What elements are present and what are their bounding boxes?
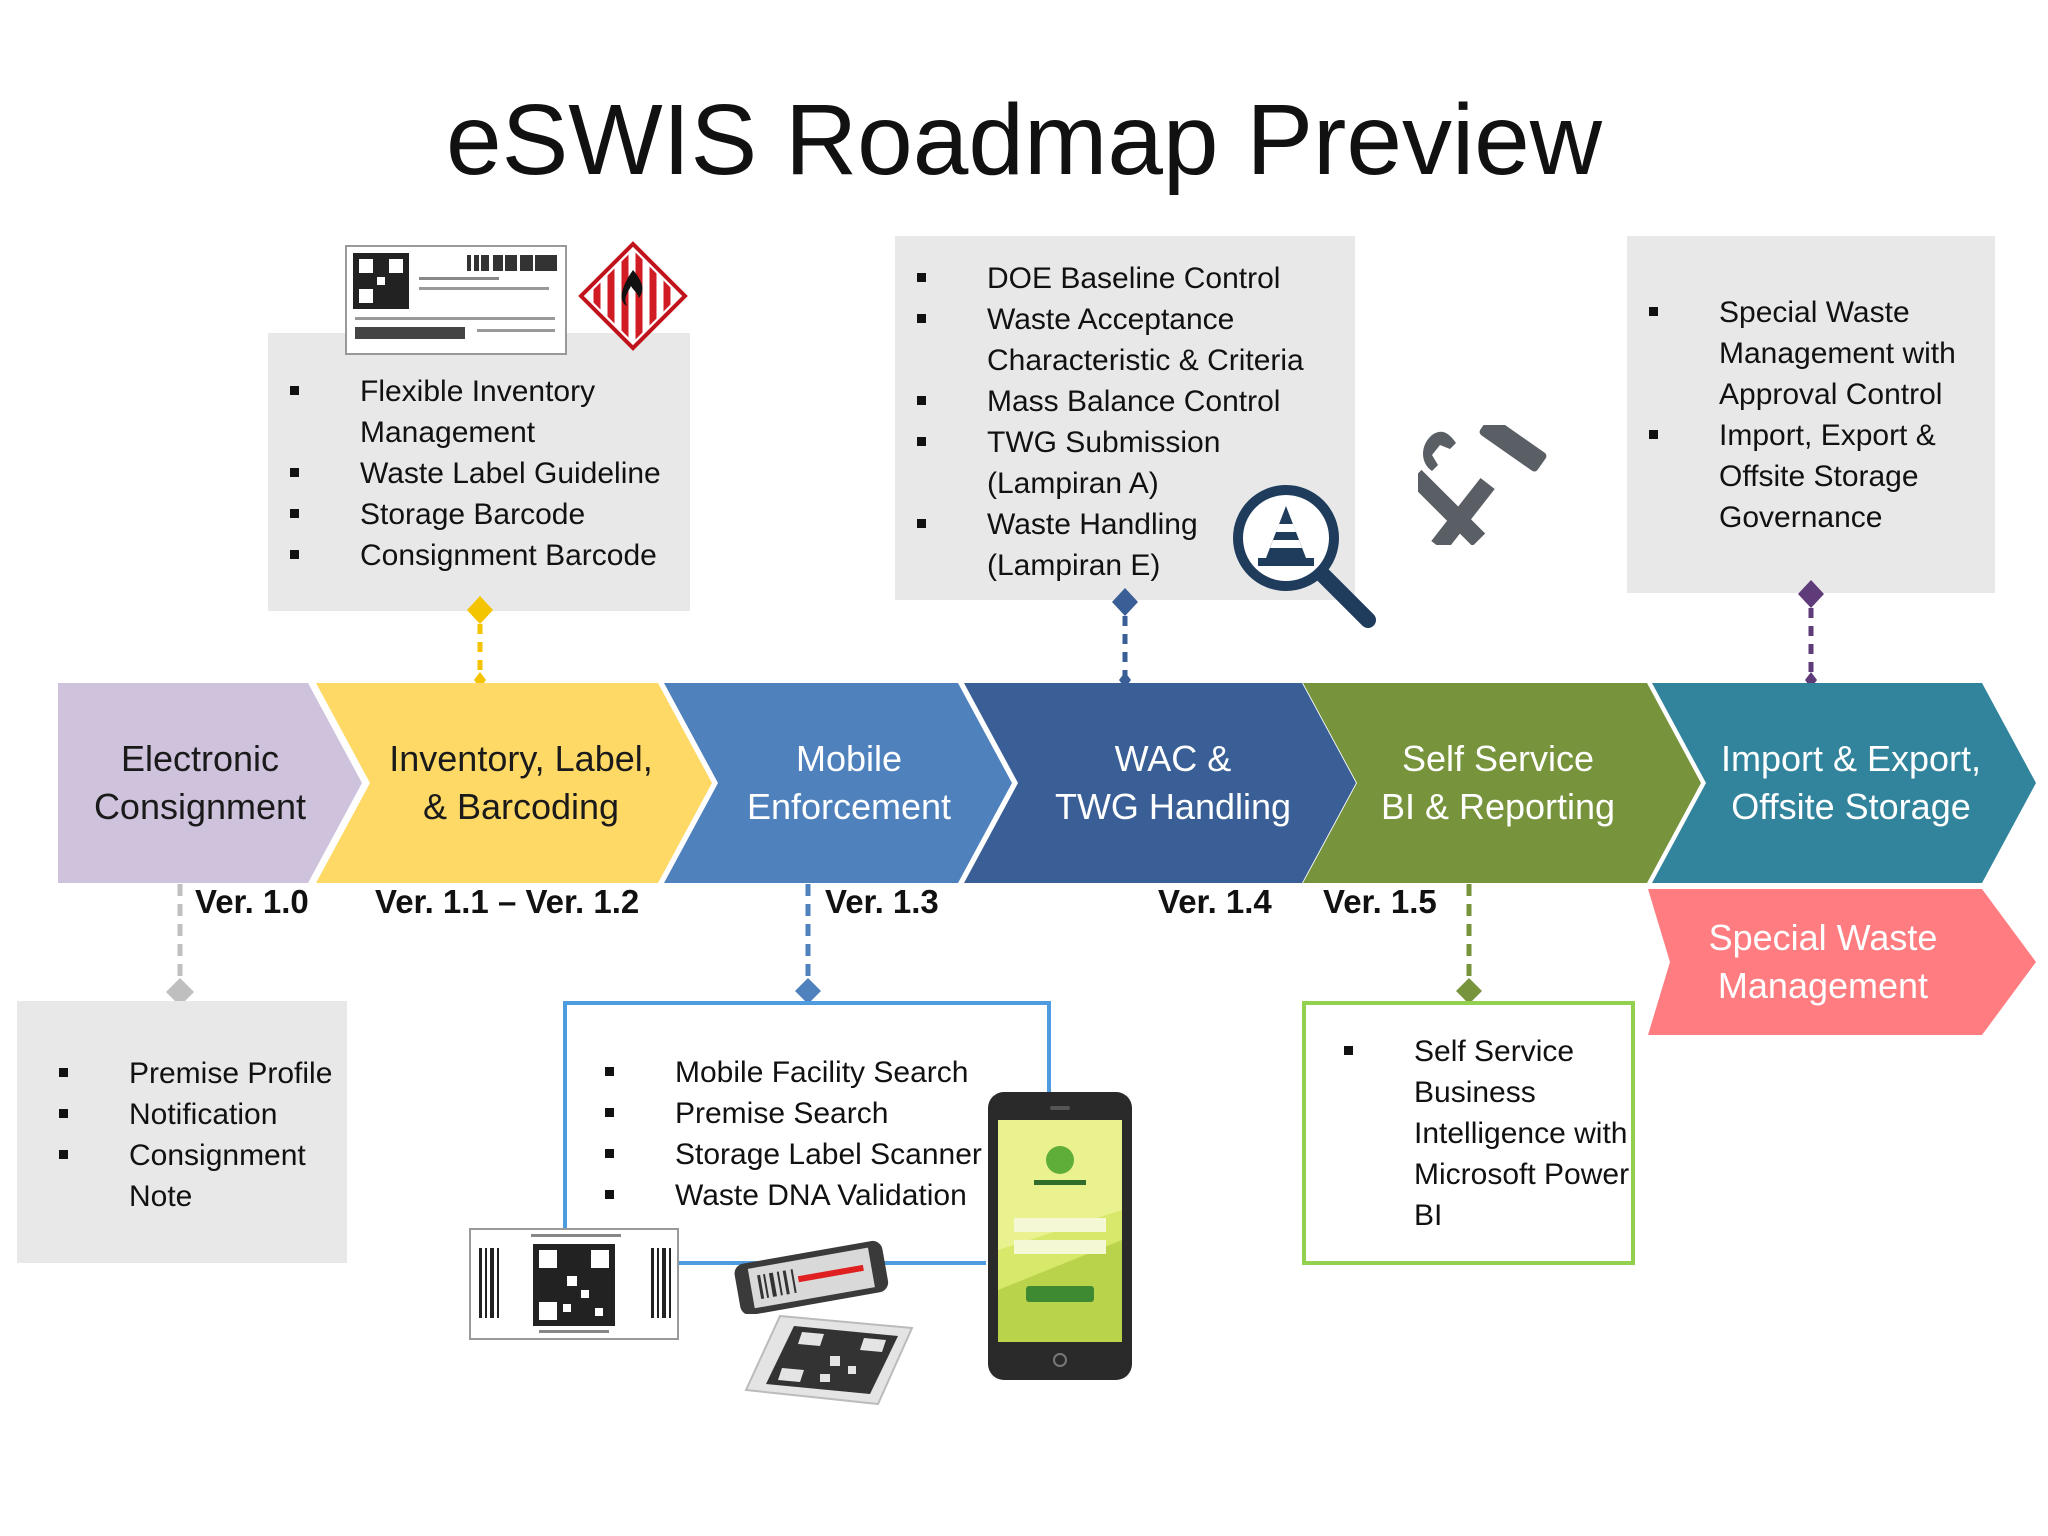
list-item: Consignment Barcode: [290, 535, 690, 576]
connector-wac-twg: [1112, 588, 1138, 688]
connector-mobile: [795, 884, 821, 1004]
version-label: Ver. 1.3: [825, 883, 939, 920]
page-title: eSWIS Roadmap Preview: [445, 84, 1602, 196]
barcode-label-image: [469, 1228, 679, 1340]
version-label: Ver. 1.4: [1158, 883, 1272, 920]
stage-special-waste-management: Special Waste Management: [1648, 889, 2036, 1035]
list-item: Import, Export & Offsite Storage Governa…: [1649, 415, 1999, 538]
list-item: Mass Balance Control: [917, 381, 1355, 422]
list-item: Special Waste Management with Approval C…: [1649, 292, 1999, 415]
list-item: Consignment Note: [59, 1135, 329, 1217]
stage-label: Special Waste Management: [1708, 917, 1938, 1006]
stage-wac-twg-handling: WAC & TWG Handling: [964, 683, 1356, 883]
waste-label-image: [345, 245, 567, 355]
electronic-consignment-features-box: Premise Profile Notification Consignment…: [17, 1001, 347, 1263]
mobile-features-list: Mobile Facility Search Premise Search St…: [605, 1052, 1025, 1216]
inventory-features-box: Flexible Inventory Management Waste Labe…: [268, 333, 690, 611]
connector-self-service: [1456, 884, 1482, 1004]
connector-special-waste: [1798, 580, 1824, 688]
list-item: TWG Submission (Lampiran A): [917, 422, 1227, 504]
smartphone-app-image: [986, 1090, 1134, 1382]
magnifier-cone-icon: [1228, 480, 1378, 630]
stage-label: Self Service BI & Reporting: [1380, 738, 1616, 827]
list-item: Storage Barcode: [290, 494, 690, 535]
stage-label: WAC & TWG Handling: [1054, 738, 1292, 827]
stage-label: Mobile Enforcement: [746, 738, 952, 827]
version-label: Ver. 1.0: [195, 883, 309, 920]
stage-label: Electronic Consignment: [93, 738, 307, 827]
flammable-hazard-icon: [577, 240, 689, 352]
mobile-features-frame: [563, 1001, 1051, 1264]
stage-label: Import & Export, Offsite Storage: [1720, 738, 1982, 827]
qr-code-image: [740, 1310, 918, 1410]
list-item: Premise Profile: [59, 1053, 347, 1094]
stage-electronic-consignment: Electronic Consignment: [58, 683, 362, 883]
list-item: Waste Label Guideline: [290, 453, 690, 494]
stage-inventory-label-barcoding: Inventory, Label, & Barcoding: [316, 683, 712, 883]
list-item: Premise Search: [605, 1093, 1025, 1134]
list-item: Waste Handling (Lampiran E): [917, 504, 1227, 586]
stage-self-service-bi: Self Service BI & Reporting: [1303, 683, 1701, 883]
connector-electronic-consignment: [166, 884, 194, 1006]
stage-label: Inventory, Label, & Barcoding: [389, 738, 653, 827]
list-item: Storage Label Scanner: [605, 1134, 1025, 1175]
special-waste-features-box: Special Waste Management with Approval C…: [1627, 236, 1995, 593]
list-item: Waste DNA Validation: [605, 1175, 1025, 1216]
list-item: Mobile Facility Search: [605, 1052, 1025, 1093]
list-item: Flexible Inventory Management: [290, 371, 660, 453]
version-label: Ver. 1.1 – Ver. 1.2: [375, 883, 640, 920]
stage-mobile-enforcement: Mobile Enforcement: [664, 683, 1012, 883]
scanner-phone-image: [728, 1238, 894, 1316]
stage-import-export-offsite: Import & Export, Offsite Storage: [1652, 683, 2036, 883]
list-item: DOE Baseline Control: [917, 258, 1355, 299]
connector-inventory: [467, 596, 493, 688]
list-item: Waste Acceptance Characteristic & Criter…: [917, 299, 1327, 381]
list-item: Self Service Business Intelligence with …: [1344, 1031, 1664, 1236]
version-label: Ver. 1.5: [1323, 883, 1437, 920]
self-service-features-box: Self Service Business Intelligence with …: [1302, 1001, 1635, 1265]
wrench-hammer-icon: [1408, 416, 1568, 553]
list-item: Notification: [59, 1094, 347, 1135]
